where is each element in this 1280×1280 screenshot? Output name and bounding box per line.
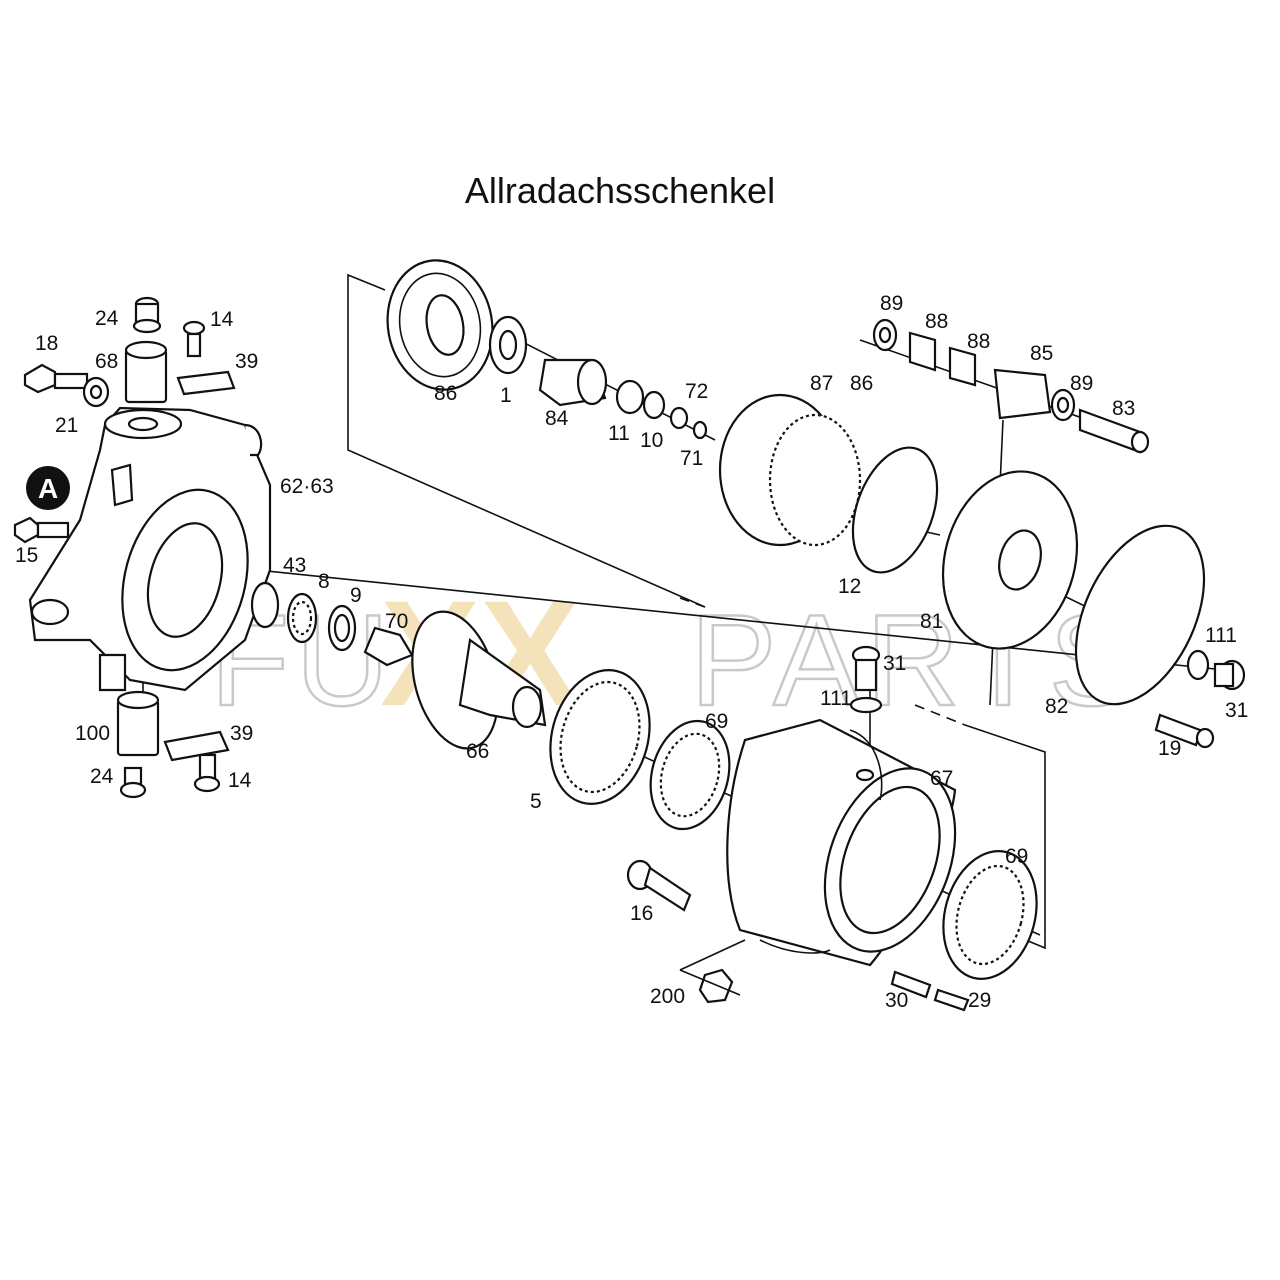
label-14-bottom: 14: [228, 769, 252, 792]
label-10: 10: [640, 429, 663, 452]
label-111-a: 111: [820, 687, 852, 710]
label-87: 87: [810, 372, 833, 395]
wheel-hub-housing: [726, 718, 1038, 980]
label-111-b: 111: [1205, 624, 1237, 647]
label-15: 15: [15, 544, 38, 567]
watermark-suffix: PARTS: [690, 587, 1141, 733]
label-16: 16: [630, 902, 653, 925]
hub-shaft: [411, 610, 547, 750]
bearings-inner: [250, 581, 414, 667]
label-100: 100: [75, 722, 110, 745]
label-70: 70: [385, 610, 408, 633]
label-88-a: 88: [925, 310, 948, 333]
housing-fasteners: [626, 645, 970, 1012]
label-84: 84: [545, 407, 569, 430]
label-43: 43: [283, 554, 306, 577]
label-39-top: 39: [235, 350, 258, 373]
label-14-top: 14: [210, 308, 234, 331]
seal-and-bearing: [549, 669, 731, 831]
label-62-63: 62·63: [280, 475, 334, 498]
planet-pin-parts: [872, 318, 1150, 454]
label-81: 81: [920, 610, 943, 633]
label-82: 82: [1045, 695, 1068, 718]
label-24-bottom: 24: [90, 765, 114, 788]
label-69-b: 69: [1005, 845, 1028, 868]
label-200: 200: [650, 985, 685, 1008]
label-85: 85: [1030, 342, 1053, 365]
label-18: 18: [35, 332, 58, 355]
label-71: 71: [680, 447, 703, 470]
label-24-top: 24: [95, 307, 119, 330]
part-labels: 24 14 18 68 39 21 62·63 15 43 8 9 70 100…: [15, 292, 1248, 1012]
label-66: 66: [466, 740, 489, 763]
label-8: 8: [318, 570, 330, 593]
label-39-bottom: 39: [230, 722, 253, 745]
label-89-b: 89: [1070, 372, 1093, 395]
label-11: 11: [608, 422, 630, 445]
label-29: 29: [968, 989, 991, 1012]
marker-a-label: A: [38, 473, 58, 504]
label-31-b: 31: [1225, 699, 1248, 722]
label-1: 1: [500, 384, 512, 407]
label-86: 86: [434, 382, 457, 405]
planetary-gear-train: [386, 259, 1206, 706]
label-68: 68: [95, 350, 118, 373]
label-83: 83: [1112, 397, 1135, 420]
label-72: 72: [685, 380, 708, 403]
watermark: FU XX PARTS: [209, 569, 1141, 737]
label-30: 30: [885, 989, 908, 1012]
cover-fasteners: [1154, 649, 1246, 749]
label-89-a: 89: [880, 292, 903, 315]
label-31-a: 31: [883, 652, 906, 675]
label-21: 21: [55, 414, 78, 437]
steering-knuckle: [28, 406, 272, 692]
kingpin-parts-top: [13, 296, 236, 544]
label-86-ref: 86: [850, 372, 873, 395]
kingpin-parts-bottom: [116, 690, 230, 799]
label-9: 9: [350, 584, 362, 607]
label-12: 12: [838, 575, 861, 598]
label-5: 5: [530, 790, 542, 813]
label-69-a: 69: [705, 710, 728, 733]
page-title: Allradachsschenkel: [464, 170, 776, 211]
label-19: 19: [1158, 737, 1181, 760]
label-88-b: 88: [967, 330, 990, 353]
marker-a: A: [26, 466, 70, 510]
label-67: 67: [930, 767, 953, 790]
